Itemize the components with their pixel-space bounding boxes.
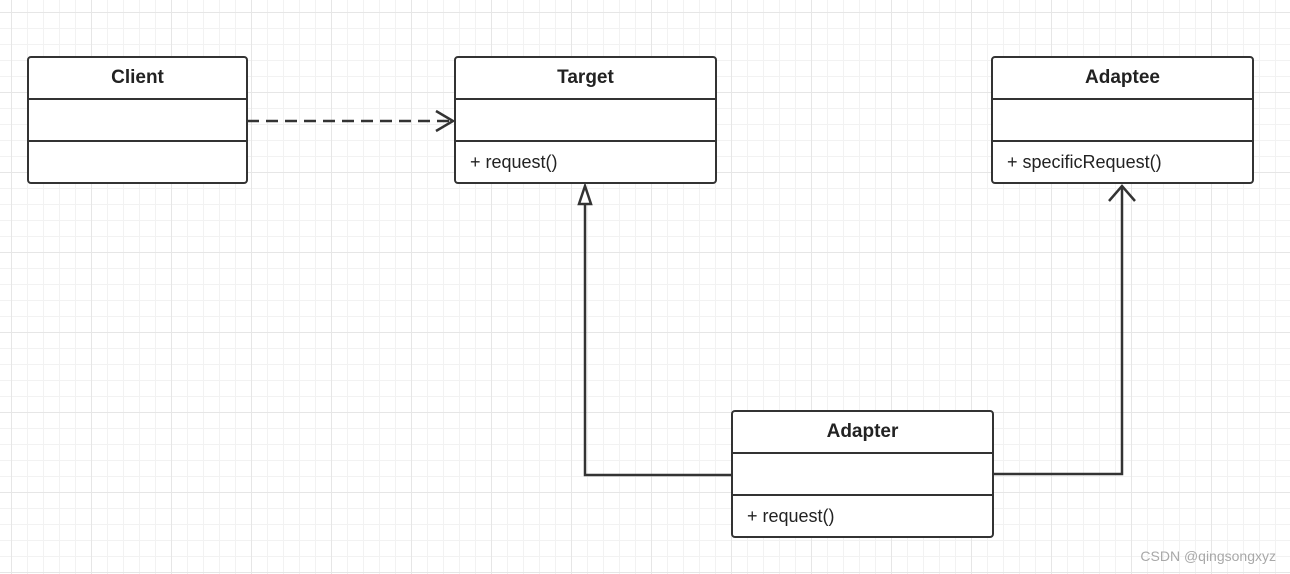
class-target-attributes	[456, 98, 715, 140]
class-adaptee-operations: + specificRequest()	[993, 140, 1252, 182]
class-target-operations: + request()	[456, 140, 715, 182]
class-adapter-operations: + request()	[733, 494, 992, 536]
class-target-name: Target	[557, 67, 614, 88]
realization-adapter-target	[577, 182, 732, 477]
class-client[interactable]: Client	[27, 56, 248, 184]
class-adaptee-name: Adaptee	[1085, 67, 1160, 88]
class-adapter-attributes	[733, 452, 992, 494]
association-adapter-adaptee	[993, 184, 1136, 476]
class-client-name: Client	[111, 67, 164, 88]
class-target[interactable]: Target + request()	[454, 56, 717, 184]
watermark: CSDN @qingsongxyz	[1140, 548, 1276, 564]
dependency-client-target	[247, 109, 456, 133]
class-adaptee-attributes	[993, 98, 1252, 140]
class-client-attributes	[29, 98, 246, 140]
class-client-operations	[29, 140, 246, 182]
class-adapter[interactable]: Adapter + request()	[731, 410, 994, 538]
class-adaptee[interactable]: Adaptee + specificRequest()	[991, 56, 1254, 184]
class-adapter-name: Adapter	[826, 421, 899, 442]
